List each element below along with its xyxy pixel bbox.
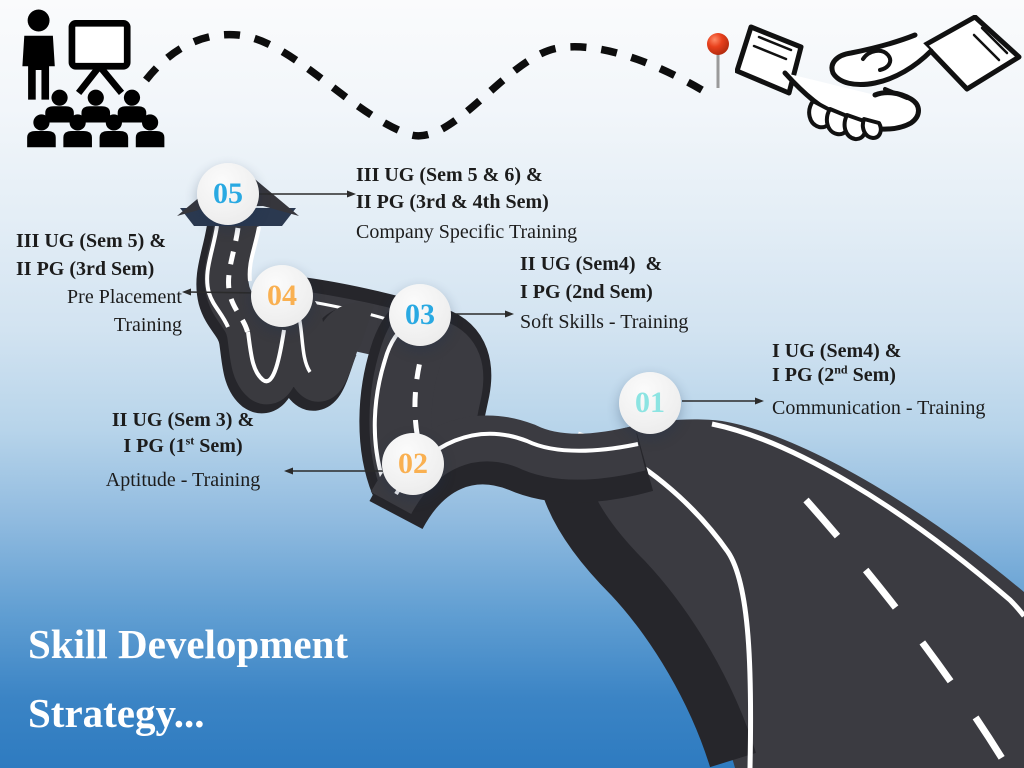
label-04-line3: Pre Placement bbox=[67, 286, 182, 308]
milestone-circle-03: 03 bbox=[389, 284, 451, 346]
milestone-label-05: III UG (Sem 5 & 6) & II PG (3rd & 4th Se… bbox=[356, 162, 577, 246]
milestone-label-03: II UG (Sem4) & I PG (2nd Sem) Soft Skill… bbox=[520, 250, 688, 336]
label-02-line2: I PG (1st Sem) bbox=[123, 433, 243, 457]
slide-title: Skill Development Strategy... bbox=[28, 610, 348, 748]
slide-title-line1: Skill Development bbox=[28, 621, 349, 667]
red-pushpin-icon bbox=[707, 33, 729, 88]
label-02-line1: II UG (Sem 3) & bbox=[111, 409, 255, 431]
milestone-circle-02: 02 bbox=[382, 433, 444, 495]
label-02-line3: Aptitude - Training bbox=[105, 469, 261, 491]
label-01-line2: I PG (2nd Sem) bbox=[772, 362, 896, 386]
label-04-line1: III UG (Sem 5) & bbox=[16, 230, 166, 252]
milestone-circle-05: 05 bbox=[197, 163, 259, 225]
dashed-journey-path bbox=[143, 30, 704, 140]
label-03-line3: Soft Skills - Training bbox=[520, 311, 689, 333]
slide-title-line2: Strategy... bbox=[28, 690, 205, 736]
milestone-label-01: I UG (Sem4) & I PG (2nd Sem) Communicati… bbox=[772, 339, 985, 420]
milestone-circle-01: 01 bbox=[619, 372, 681, 434]
milestone-number-05: 05 bbox=[213, 177, 243, 210]
label-01-line1: I UG (Sem4) & bbox=[772, 340, 902, 362]
label-05-line3: Company Specific Training bbox=[356, 221, 578, 243]
milestone-label-02: II UG (Sem 3) & I PG (1st Sem) Aptitude … bbox=[90, 407, 276, 493]
label-04-line2: II PG (3rd Sem) bbox=[16, 258, 155, 280]
milestone-number-04: 04 bbox=[267, 279, 297, 312]
presenter-with-audience-icon bbox=[10, 6, 172, 156]
label-05-line2: II PG (3rd & 4th Sem) bbox=[356, 191, 549, 213]
milestone-label-04: III UG (Sem 5) & II PG (3rd Sem) Pre Pla… bbox=[16, 227, 182, 339]
milestone-number-01: 01 bbox=[635, 386, 665, 419]
handshake-icon bbox=[734, 14, 1024, 155]
label-03-line1: II UG (Sem4) & bbox=[520, 253, 663, 275]
label-05-line1: III UG (Sem 5 & 6) & bbox=[356, 164, 543, 186]
milestone-number-03: 03 bbox=[405, 298, 435, 331]
label-01-line3: Communication - Training bbox=[772, 397, 986, 419]
milestone-circle-04: 04 bbox=[251, 265, 313, 327]
label-04-line4: Training bbox=[113, 314, 182, 336]
label-03-line2: I PG (2nd Sem) bbox=[520, 281, 653, 303]
milestone-number-02: 02 bbox=[398, 447, 428, 480]
